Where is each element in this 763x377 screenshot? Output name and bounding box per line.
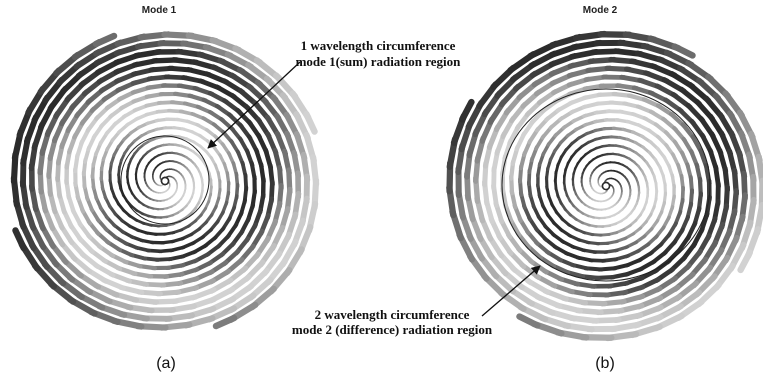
panel-b: Mode 2 2 wavelength circumference mode 2… bbox=[292, 5, 763, 372]
annotation-b-line2: mode 2 (difference) radiation region bbox=[292, 322, 493, 337]
panel-b-title: Mode 2 bbox=[583, 5, 618, 16]
spiral-arm-segment bbox=[212, 314, 238, 330]
spiral-arm-segment bbox=[671, 43, 696, 59]
spiral-arm-segment bbox=[737, 249, 753, 274]
spiral-antenna-mode-1 bbox=[10, 31, 320, 331]
panel-b-caption: (b) bbox=[595, 355, 615, 372]
panel-a-caption: (a) bbox=[156, 355, 176, 372]
spiral-arm-segment bbox=[92, 32, 118, 48]
annotation-arrow-a bbox=[207, 61, 301, 149]
panel-a-title: Mode 1 bbox=[142, 5, 177, 16]
annotation-arrow-b bbox=[481, 265, 541, 317]
spiral-feed-point bbox=[601, 181, 611, 191]
annotation-b-line1: 2 wavelength circumference bbox=[315, 307, 470, 322]
spiral-antenna-mode-2 bbox=[446, 30, 763, 342]
annotation-a-line2: mode 1(sum) radiation region bbox=[296, 54, 462, 69]
spiral-arm-segment bbox=[516, 313, 541, 329]
two-wavelength-ring bbox=[501, 88, 711, 282]
spiral-feed-point bbox=[160, 176, 170, 186]
spiral-arm-segment bbox=[459, 98, 475, 123]
spiral-arm-segment bbox=[12, 227, 27, 252]
spiral-arm-segment bbox=[303, 110, 318, 135]
panel-a: Mode 1 1 wavelength circumference mode 1… bbox=[10, 5, 462, 372]
one-wavelength-ring bbox=[120, 135, 210, 225]
annotation-a-line1: 1 wavelength circumference bbox=[301, 38, 456, 53]
